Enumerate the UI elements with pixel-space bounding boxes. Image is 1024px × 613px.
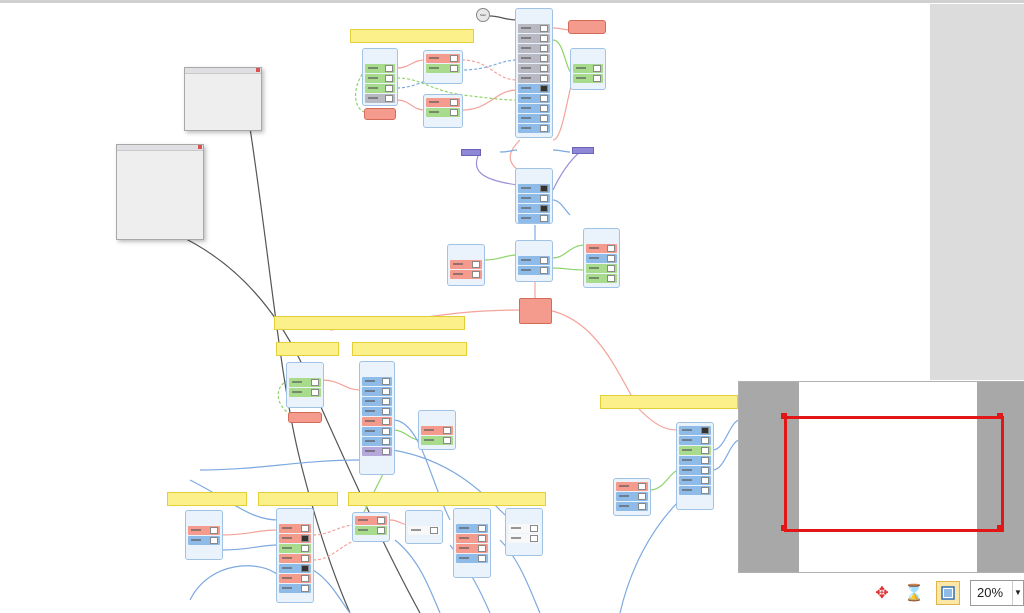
node-description: [518, 171, 550, 183]
chevron-down-icon[interactable]: ▼: [1012, 581, 1023, 605]
group-banner: [276, 342, 339, 356]
node-description: [586, 231, 617, 243]
node-column[interactable]: [405, 510, 443, 544]
node-description: [421, 413, 453, 425]
floating-dialog[interactable]: [116, 144, 204, 240]
node-description: [279, 511, 311, 523]
zoom-level-select[interactable]: 20% ▼: [970, 580, 1024, 606]
node-description: [508, 511, 540, 523]
node-description: [573, 51, 603, 63]
floating-dialog[interactable]: [184, 67, 262, 131]
fit-view-icon: [941, 586, 955, 600]
group-banner: [167, 492, 247, 506]
node-column[interactable]: [423, 94, 463, 128]
node-column[interactable]: [276, 508, 314, 603]
node-description: [518, 243, 550, 255]
close-icon[interactable]: [198, 145, 202, 149]
group-banner: [274, 316, 465, 330]
group-banner: [600, 395, 738, 409]
node-column[interactable]: [583, 228, 620, 288]
start-node[interactable]: Start: [476, 8, 490, 22]
node-column[interactable]: [613, 478, 651, 516]
node-description: [456, 511, 488, 523]
node-column[interactable]: [447, 244, 485, 286]
node-column[interactable]: [418, 410, 456, 450]
hub-node[interactable]: [519, 298, 552, 324]
minimap-content: [799, 382, 977, 572]
zoom-level-value: 20%: [977, 585, 1004, 600]
minimap-left-gutter: [739, 382, 799, 572]
node-description: [289, 365, 321, 377]
node-column[interactable]: [362, 48, 398, 106]
node-description: [362, 364, 392, 376]
group-banner: [348, 492, 546, 506]
fit-view-button[interactable]: [936, 581, 960, 605]
node-red[interactable]: [364, 108, 396, 120]
canvas-scroll-gutter: [930, 4, 1024, 380]
node-red[interactable]: [568, 20, 606, 34]
viewport-resize-handle[interactable]: [997, 413, 1003, 419]
node-description: [365, 51, 395, 63]
group-banner: [352, 342, 467, 356]
node-column[interactable]: [676, 422, 714, 510]
hourglass-icon[interactable]: ⌛: [904, 585, 924, 602]
viewport-resize-handle[interactable]: [781, 525, 787, 531]
node-description: [518, 11, 550, 23]
move-arrows-icon[interactable]: ✥: [875, 585, 889, 602]
node-column[interactable]: [515, 240, 553, 282]
node-description: [188, 513, 220, 525]
node-column[interactable]: [185, 510, 223, 560]
node-description: [450, 247, 482, 259]
node-column[interactable]: [352, 512, 390, 542]
node-column[interactable]: [359, 361, 395, 475]
viewport-resize-handle[interactable]: [997, 525, 1003, 531]
node-column[interactable]: [515, 8, 553, 138]
group-banner: [350, 29, 474, 43]
small-node[interactable]: [572, 147, 594, 154]
window-top-border: [0, 0, 1024, 3]
group-banner: [258, 492, 338, 506]
node-column[interactable]: [505, 508, 543, 556]
node-column[interactable]: [515, 168, 553, 224]
small-node[interactable]: [461, 149, 481, 156]
node-red[interactable]: [288, 412, 322, 423]
node-column[interactable]: [570, 48, 606, 90]
node-column[interactable]: [286, 362, 324, 408]
node-description: [408, 513, 440, 525]
minimap-viewport-frame[interactable]: [784, 416, 1004, 532]
zoom-toolbar: ✥ ⌛ 20% ▼: [862, 575, 1024, 613]
viewport-resize-handle[interactable]: [781, 413, 787, 419]
node-column[interactable]: [453, 508, 491, 578]
close-icon[interactable]: [256, 68, 260, 72]
node-column[interactable]: [423, 50, 463, 84]
